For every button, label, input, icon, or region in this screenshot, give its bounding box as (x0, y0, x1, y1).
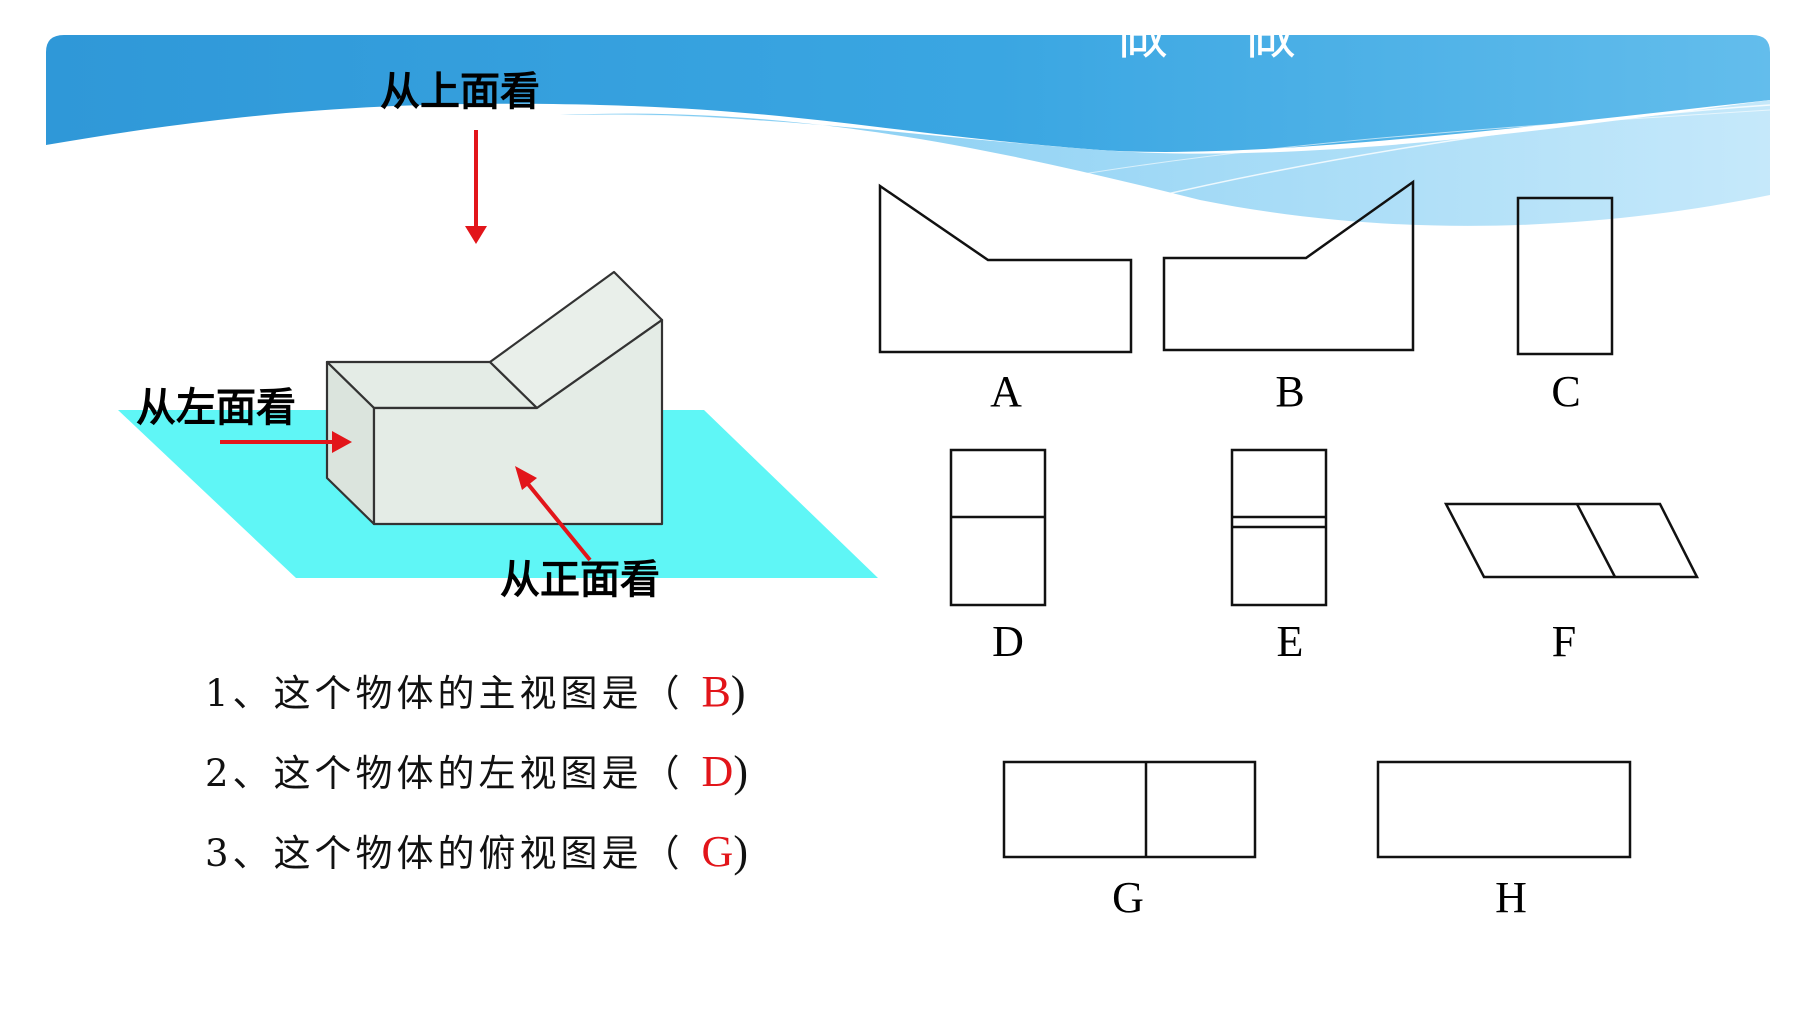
question-2: 2、这个物体的左视图是（ D) (205, 750, 748, 794)
option-g-label: G (1112, 873, 1144, 922)
slide-title: 做一做 (1114, 3, 1306, 66)
question-1: 1、这个物体的主视图是（ B) (205, 670, 746, 714)
question-3-close: ) (733, 827, 748, 876)
question-3-text: 3、这个物体的俯视图是（ (205, 832, 684, 875)
question-1-answer: B (701, 667, 731, 716)
question-2-text: 2、这个物体的左视图是（ (205, 752, 684, 795)
label-from-top: 从上面看 (380, 69, 540, 115)
option-e-label: E (1276, 617, 1304, 666)
question-2-answer: D (701, 747, 734, 796)
option-d-shape (949, 448, 1047, 607)
option-h-shape (1376, 760, 1632, 859)
option-a-label: A (990, 367, 1022, 416)
option-b-label: B (1275, 367, 1305, 416)
option-e-shape (1230, 448, 1328, 607)
question-3-answer: G (701, 827, 734, 876)
option-b-shape (1162, 179, 1415, 352)
question-1-text: 1、这个物体的主视图是（ (205, 672, 684, 715)
option-c-shape (1516, 196, 1614, 356)
option-g-shape (1002, 760, 1257, 859)
option-h-label: H (1495, 873, 1527, 922)
question-2-close: ) (733, 747, 748, 796)
question-3: 3、这个物体的俯视图是（ G) (205, 830, 748, 874)
option-d-label: D (992, 617, 1024, 666)
option-c-label: C (1551, 367, 1581, 416)
label-from-left: 从左面看 (136, 385, 296, 431)
question-1-close: ) (730, 667, 746, 716)
option-f-shape (1443, 502, 1700, 579)
label-from-front: 从正面看 (500, 557, 660, 603)
option-a-shape (878, 183, 1133, 354)
l-shaped-solid (325, 270, 664, 526)
view-arrows (220, 130, 592, 562)
option-f-label: F (1551, 617, 1577, 666)
